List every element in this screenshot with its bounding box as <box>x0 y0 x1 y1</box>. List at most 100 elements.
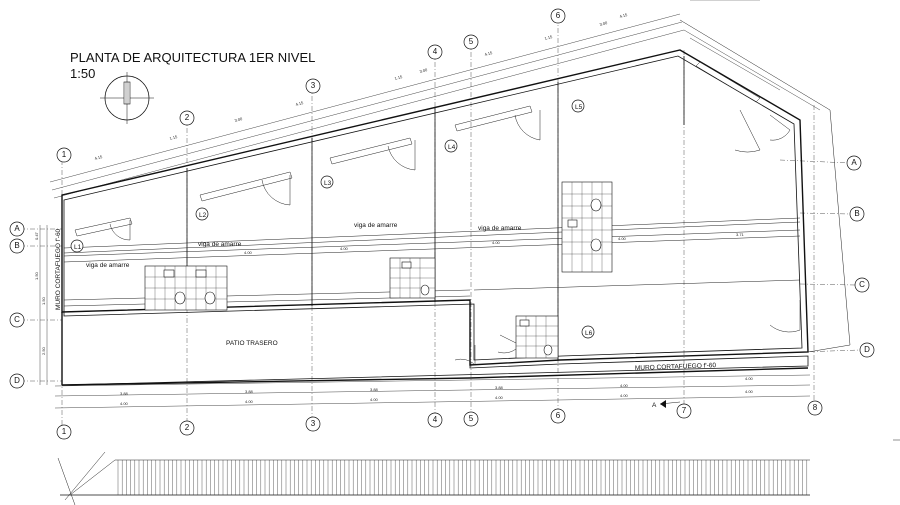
svg-text:D: D <box>864 345 870 354</box>
building-walls <box>61 19 851 386</box>
dim-total-4: 4.00 <box>495 395 504 400</box>
section-mark-a: A <box>652 400 681 409</box>
elevation-hatch <box>117 460 807 495</box>
axis-C-right: C <box>854 277 870 293</box>
room-L5: L5 <box>571 99 585 113</box>
axis-3-bottom: 3 <box>305 416 321 432</box>
svg-text:A: A <box>851 158 857 167</box>
svg-text:7: 7 <box>682 406 687 415</box>
svg-text:D: D <box>14 376 20 385</box>
bathroom-blocks <box>144 181 613 359</box>
svg-text:B: B <box>14 241 19 250</box>
dim-top-8: 1.15 <box>544 34 554 41</box>
axis-4-bottom: 4 <box>427 412 443 428</box>
label-muro-left: MURO CORTAFUEGO f'-60 <box>55 228 62 310</box>
svg-text:4: 4 <box>433 47 438 56</box>
dim-top-4: 4.15 <box>295 100 305 107</box>
svg-text:4: 4 <box>433 415 438 424</box>
label-viga-1: viga de amarre <box>198 241 242 248</box>
svg-text:3: 3 <box>311 419 316 428</box>
svg-text:2: 2 <box>185 113 190 122</box>
svg-text:6: 6 <box>556 411 561 420</box>
axis-2-bottom: 2 <box>179 420 195 436</box>
dim-bottom-6: 4.00 <box>745 376 754 381</box>
label-viga-3: viga de amarre <box>354 222 398 229</box>
svg-text:5: 5 <box>469 37 474 46</box>
interior-partitions <box>63 56 801 360</box>
dim-left-3: 1.50 <box>41 296 46 305</box>
room-L6: L6 <box>581 325 595 339</box>
svg-text:C: C <box>14 315 20 324</box>
dim-top-1: 4.15 <box>94 154 104 161</box>
dim-bottom-1: 3.88 <box>120 391 129 396</box>
axis-B-right: B <box>849 206 865 222</box>
dim-left-2: 1.50 <box>34 271 39 280</box>
svg-text:A: A <box>652 402 657 409</box>
dim-total-5: 4.00 <box>620 393 629 398</box>
svg-text:L2: L2 <box>199 212 207 219</box>
svg-text:C: C <box>859 280 865 289</box>
left-dimension-lines: 0.47 1.50 1.50 2.50 <box>34 225 48 385</box>
axis-bubbles-top: 1 2 3 4 5 6 <box>56 8 566 163</box>
svg-text:A: A <box>14 224 20 233</box>
dim-top-10: 4.15 <box>619 12 629 19</box>
room-L3: L3 <box>320 175 334 189</box>
label-muro-bottom: MURO CORTAFUEGO f'-60 <box>635 362 717 372</box>
axis-bubbles-right: A B C D <box>846 155 875 358</box>
dim-total-3: 4.00 <box>370 397 379 402</box>
svg-text:L1: L1 <box>74 244 82 251</box>
windows <box>74 61 761 237</box>
axis-4-top: 4 <box>427 44 443 60</box>
axis-3-top: 3 <box>305 78 321 94</box>
dim-inner-1: 4.00 <box>340 246 349 251</box>
axis-8-bottom: 8 <box>807 400 823 416</box>
dim-top-5: 1.15 <box>394 74 404 81</box>
top-dimension-lines: 4.15 1.15 3.00 4.15 1.15 3.00 4.15 1.15 … <box>49 0 821 199</box>
svg-text:L6: L6 <box>585 330 593 337</box>
axis-6-top: 6 <box>550 8 566 24</box>
room-L1: L1 <box>70 239 84 253</box>
dim-bottom-2: 3.88 <box>245 389 254 394</box>
grid-lines <box>20 18 861 425</box>
svg-text:L4: L4 <box>448 144 456 151</box>
dim-left-1: 0.47 <box>34 231 39 240</box>
axis-B-left: B <box>9 238 25 254</box>
axis-bubbles-left: A B C D <box>9 221 25 389</box>
svg-text:8: 8 <box>813 403 818 412</box>
dim-bottom-4: 3.88 <box>495 385 504 390</box>
axis-1-bottom: 1 <box>56 424 72 440</box>
room-labels: L1 L2 L3 L4 L5 L6 <box>70 99 595 339</box>
bottom-dimension-lines: 3.88 3.88 3.88 3.88 4.00 4.00 4.00 4.00 … <box>54 374 811 409</box>
dim-top-2: 1.15 <box>169 134 179 141</box>
dim-left-4: 2.50 <box>41 346 46 355</box>
dim-bottom-5: 4.00 <box>620 383 629 388</box>
dim-top-7: 4.15 <box>484 50 494 57</box>
svg-text:B: B <box>854 209 859 218</box>
svg-text:1: 1 <box>62 427 67 436</box>
axis-A-left: A <box>9 221 25 237</box>
svg-text:3: 3 <box>311 81 316 90</box>
axis-7-bottom: 7 <box>676 403 692 419</box>
elevation-strip <box>57 451 810 505</box>
svg-text:L5: L5 <box>575 104 583 111</box>
door-swings <box>109 109 801 366</box>
axis-bubbles-bottom: 1 2 3 4 5 6 7 8 <box>56 400 823 440</box>
svg-text:2: 2 <box>185 423 190 432</box>
dim-top-6: 3.00 <box>419 67 429 74</box>
label-viga-2: viga de amarre <box>86 262 130 269</box>
north-arrow-icon <box>100 72 154 124</box>
room-L4: L4 <box>444 139 458 153</box>
svg-text:5: 5 <box>469 414 474 423</box>
drawing-title: PLANTA DE ARQUITECTURA 1ER NIVEL <box>70 50 315 65</box>
dim-total-6: 4.00 <box>745 389 754 394</box>
dim-total-1: 4.00 <box>120 401 129 406</box>
svg-text:L3: L3 <box>324 180 332 187</box>
dim-inner-5: 3.71 <box>736 232 745 237</box>
axis-A-right: A <box>846 155 862 171</box>
dim-inner-4: 4.00 <box>618 236 627 241</box>
axis-C-left: C <box>9 312 25 328</box>
svg-text:1: 1 <box>62 150 67 159</box>
label-patio: PATIO TRASERO <box>226 340 278 347</box>
axis-D-right: D <box>859 342 875 358</box>
